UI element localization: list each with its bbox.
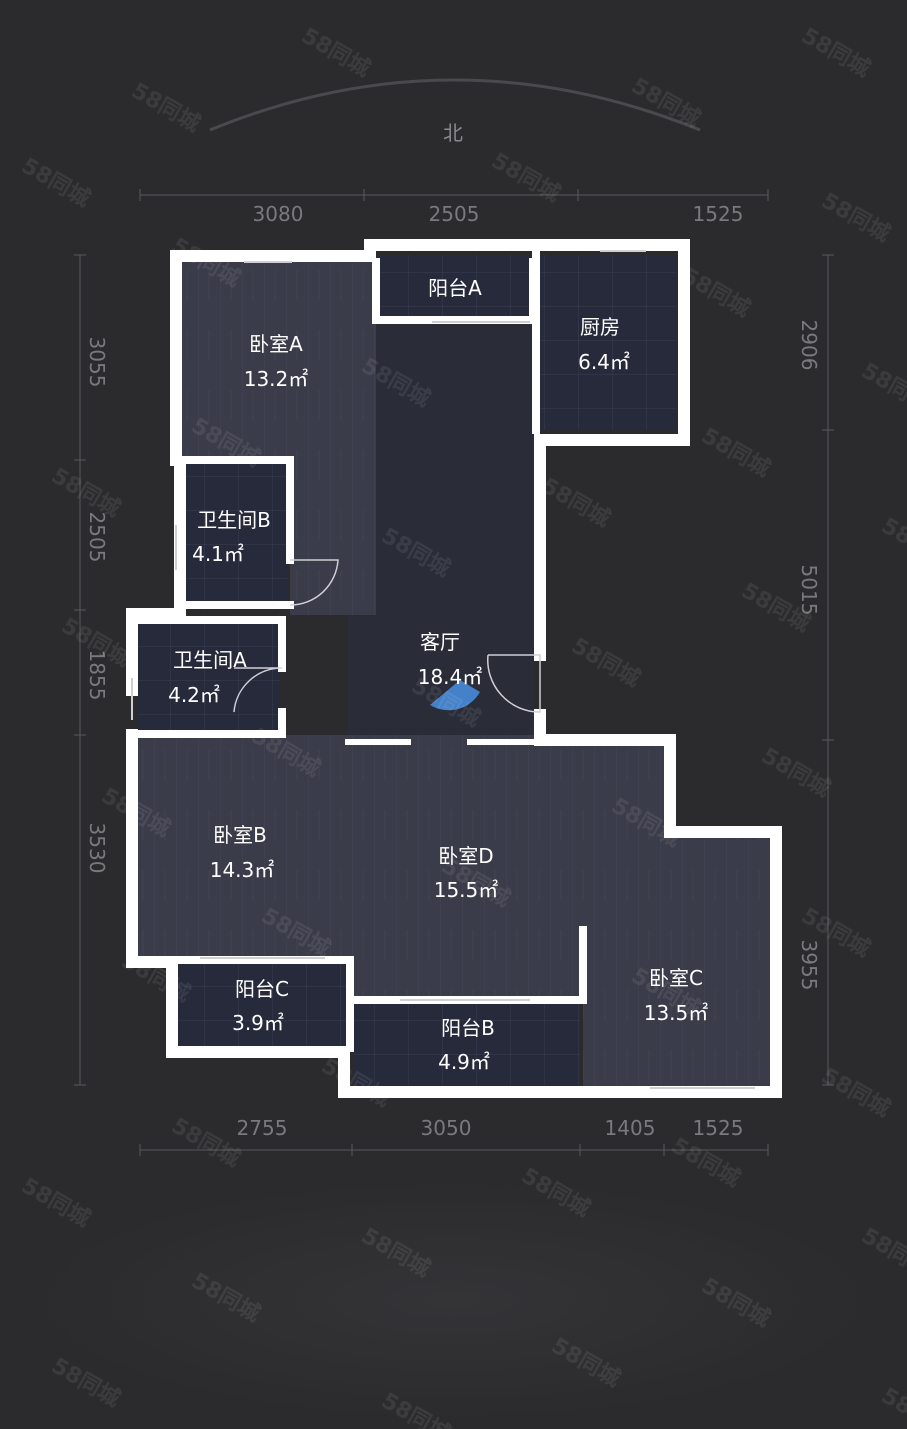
dim-top-1: 3080 (253, 202, 304, 226)
door-living (487, 654, 541, 713)
door-bathroom-a (233, 667, 283, 713)
dim-right-3: 3955 (797, 940, 821, 991)
room-name-bathroom-b: 卫生间B (197, 508, 271, 532)
compass-north-label: 北 (443, 121, 463, 145)
dim-bottom-3: 1405 (605, 1116, 656, 1140)
dim-bottom-4: 1525 (693, 1116, 744, 1140)
floor-balcony-c (178, 962, 346, 1047)
walls (126, 239, 782, 1098)
dim-left-4: 3530 (85, 823, 109, 874)
floor-bedroom-d-lower (348, 955, 583, 1000)
floor-living (348, 615, 534, 745)
wall-balcony-c (172, 956, 354, 1052)
dim-bottom-2: 3050 (421, 1116, 472, 1140)
doors (233, 559, 541, 713)
wall-left-upper (126, 459, 186, 696)
compass: 北 (209, 78, 701, 145)
room-area-bathroom-a: 4.2㎡ (168, 683, 220, 707)
dim-bottom-1: 2755 (237, 1116, 288, 1140)
room-name-bedroom-d: 卧室D (438, 844, 493, 868)
room-area-bedroom-c: 13.5㎡ (644, 1001, 709, 1025)
dim-left-1: 3055 (85, 337, 109, 388)
floor-bathroom-a (138, 618, 280, 734)
dimension-lines (74, 189, 834, 1156)
viewpoint-icon[interactable] (430, 680, 480, 711)
room-area-living-room: 18.4㎡ (418, 665, 483, 689)
room-name-bedroom-a: 卧室A (249, 332, 303, 356)
wall-outer-top (170, 239, 690, 661)
door-bathroom-b (289, 559, 339, 606)
room-area-bedroom-b: 14.3㎡ (210, 858, 275, 882)
dim-left-3: 1855 (85, 650, 109, 701)
wall-bathroom-b (178, 456, 294, 609)
floor-glow (33, 1180, 873, 1420)
room-area-bathroom-b: 4.1㎡ (192, 542, 244, 566)
floor-bedroom-c (583, 830, 771, 1090)
floor-balcony-a (376, 255, 533, 320)
floor-kitchen (536, 255, 676, 430)
dimension-labels: 3080 2505 1525 2755 3050 1405 1525 3055 … (85, 202, 821, 1140)
room-name-kitchen: 厨房 (580, 315, 620, 339)
room-area-bedroom-d: 15.5㎡ (434, 878, 499, 902)
room-name-balcony-a: 阳台A (428, 276, 482, 300)
floor-balcony-b (354, 1003, 580, 1085)
room-area-bedroom-a: 13.2㎡ (244, 367, 309, 391)
floor-bedroom-a (180, 262, 376, 462)
wall-outer-bottom (126, 709, 782, 1098)
compass-arc (209, 78, 701, 132)
dim-top-2: 2505 (429, 202, 480, 226)
dim-top-3: 1525 (693, 202, 744, 226)
room-labels: 阳台A 厨房 6.4㎡ 卧室A 13.2㎡ 卫生间B 4.1㎡ 卫生间A 4.2… (168, 276, 708, 1074)
room-name-balcony-c: 阳台C (235, 977, 289, 1001)
room-area-balcony-c: 3.9㎡ (232, 1011, 284, 1035)
dim-right-1: 2906 (797, 320, 821, 371)
floor-bedroom-bd (138, 735, 668, 960)
wall-bathroom-a (136, 616, 286, 738)
dim-right-2: 5015 (797, 565, 821, 616)
room-name-bedroom-b: 卧室B (213, 823, 267, 847)
room-area-kitchen: 6.4㎡ (578, 350, 630, 374)
floor-hall (290, 455, 376, 615)
floor-bedroom-c-upper (583, 745, 671, 835)
windows (131, 250, 755, 1089)
dim-left-2: 2505 (85, 512, 109, 563)
floor-bathroom-b (182, 460, 288, 610)
room-area-balcony-b: 4.9㎡ (438, 1050, 490, 1074)
room-name-living-room: 客厅 (420, 630, 460, 654)
room-name-balcony-b: 阳台B (441, 1016, 495, 1040)
room-name-bedroom-c: 卧室C (649, 966, 703, 990)
floor-living-corridor (376, 320, 536, 620)
room-name-bathroom-a: 卫生间A (173, 648, 247, 672)
